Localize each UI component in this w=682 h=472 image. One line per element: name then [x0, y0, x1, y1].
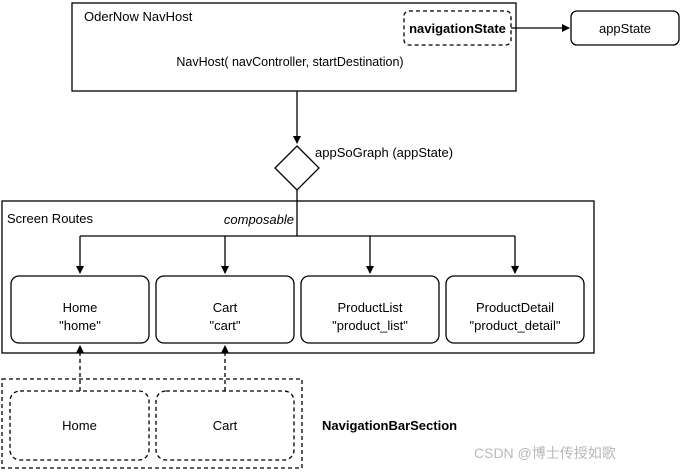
app-state-label: appState — [599, 21, 651, 36]
route-name: ProductList — [337, 300, 402, 315]
screen-routes-title: Screen Routes — [7, 211, 93, 226]
route-box-product-detail: ProductDetail "product_detail" — [445, 275, 585, 344]
navhost-call: NavHost( navController, startDestination… — [176, 55, 403, 69]
navhost-title: OderNow NavHost — [84, 9, 193, 24]
route-path: "home" — [59, 318, 101, 333]
route-path: "cart" — [210, 318, 241, 333]
graph-label: appSoGraph (appState) — [315, 145, 453, 160]
route-name: Home — [63, 300, 98, 315]
app-state-box: appState — [570, 10, 680, 46]
navigation-bar-section-title: NavigationBarSection — [322, 418, 457, 433]
route-path: "product_list" — [332, 318, 408, 333]
composable-label: composable — [224, 212, 294, 227]
graph-decision-diamond — [274, 145, 320, 191]
nav-bar-item-cart: Cart — [155, 390, 295, 461]
nav-bar-item-label: Cart — [213, 418, 238, 433]
route-box-cart: Cart "cart" — [155, 275, 295, 344]
nav-bar-item-home: Home — [9, 390, 150, 461]
navigation-state-box: navigationState — [403, 10, 512, 46]
route-name: ProductDetail — [476, 300, 554, 315]
nav-bar-item-label: Home — [62, 418, 97, 433]
route-box-home: Home "home" — [10, 275, 150, 344]
route-name: Cart — [213, 300, 238, 315]
route-path: "product_detail" — [470, 318, 561, 333]
navigation-state-label: navigationState — [409, 21, 506, 36]
route-box-product-list: ProductList "product_list" — [300, 275, 440, 344]
watermark: CSDN @博士传授如歌 — [474, 445, 616, 461]
